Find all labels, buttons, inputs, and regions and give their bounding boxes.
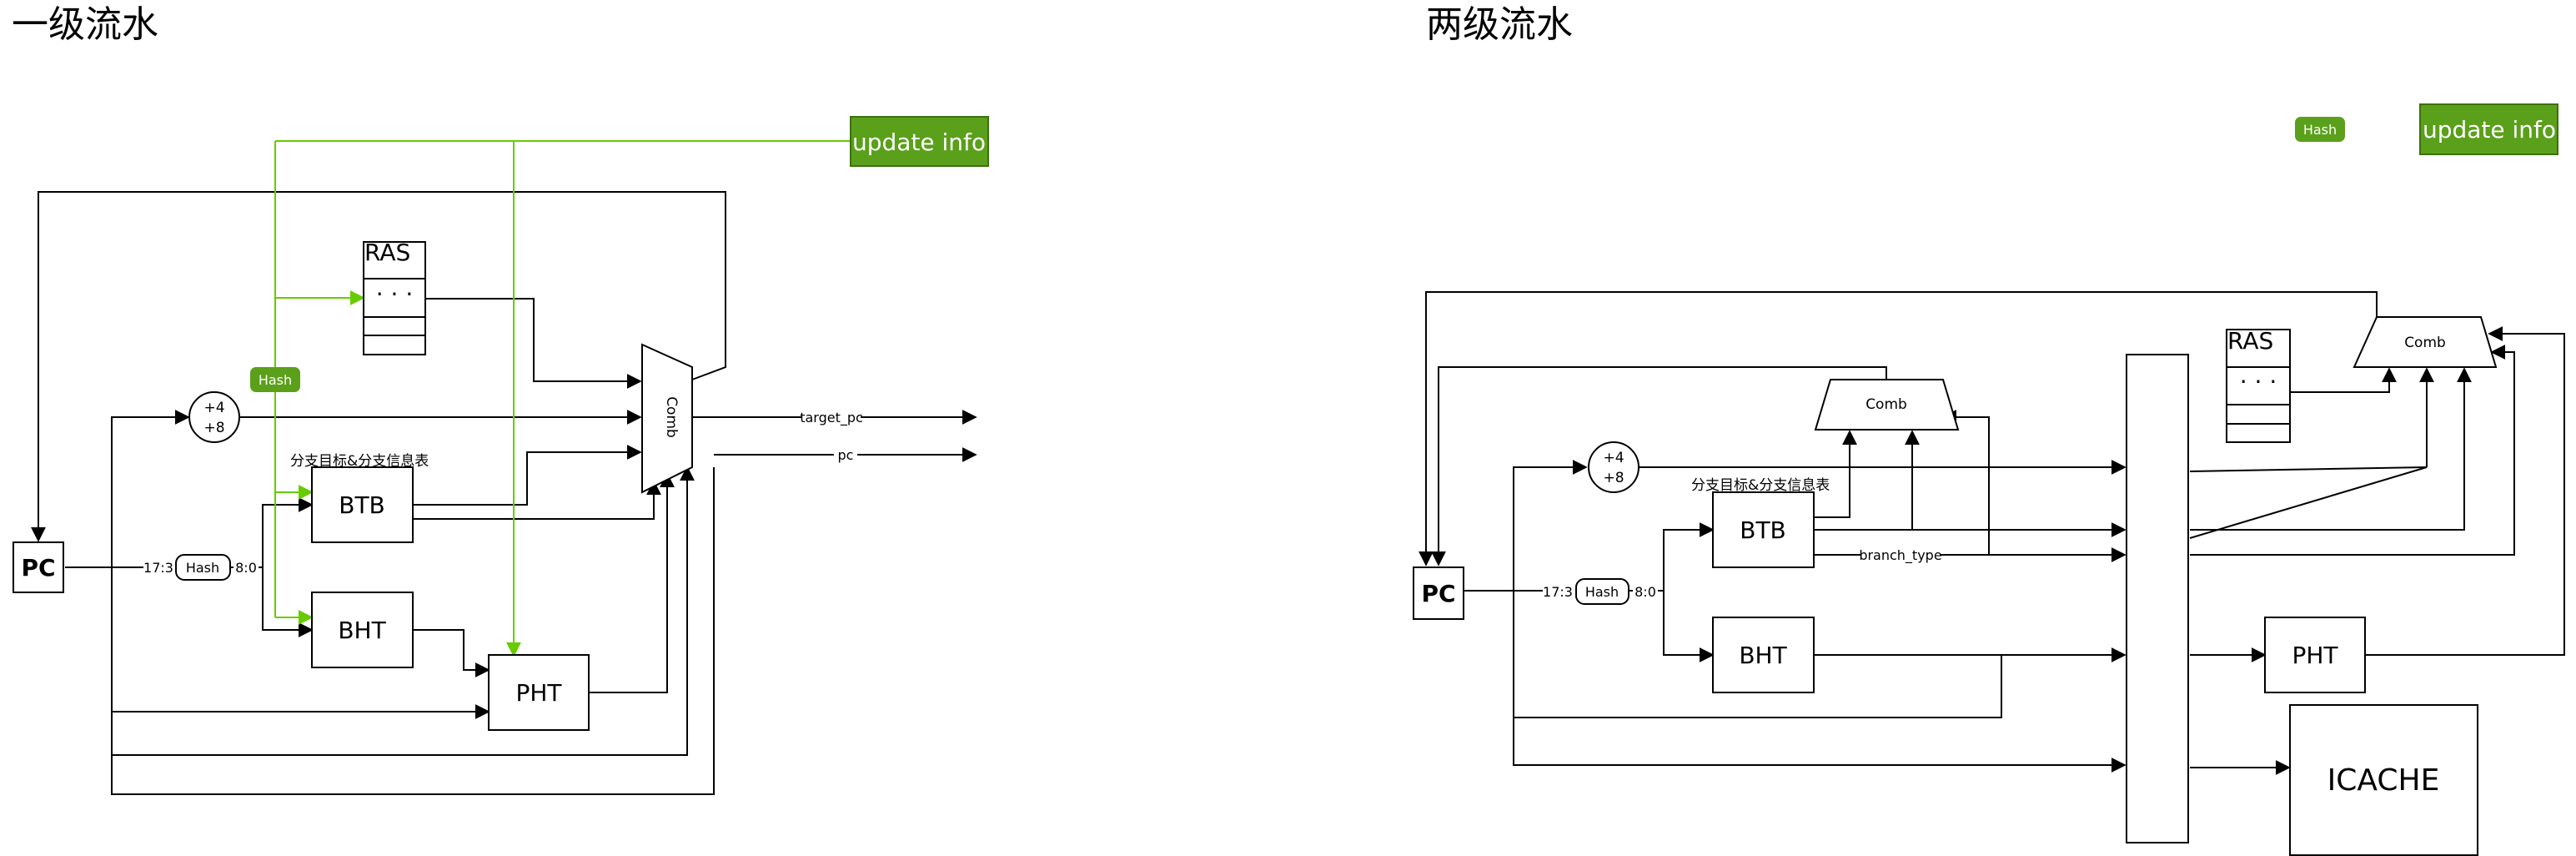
left-hash-badge — [250, 367, 300, 392]
right-bits-in: 17:3 — [1543, 584, 1573, 600]
left-ras-dots: · · · — [376, 280, 414, 308]
right-bits-in-bg — [1543, 584, 1573, 599]
left-update-info-box — [850, 116, 989, 167]
left-pc-label: PC — [21, 554, 55, 582]
left-adder-plus8: +8 — [203, 420, 224, 436]
right-update-info-box — [2419, 103, 2558, 155]
left-bits-in: 17:3 — [143, 560, 173, 576]
left-title: 一级流水 — [12, 3, 158, 46]
right-ras-dots: · · · — [2240, 368, 2277, 395]
right-comb-top — [2353, 316, 2498, 368]
right-btb-label: BTB — [1740, 516, 1786, 544]
left-comb-mux — [641, 343, 693, 494]
left-btb-box — [311, 466, 414, 543]
right-comb-top-label: Comb — [2404, 335, 2446, 351]
right-ras: RAS · · · — [2226, 327, 2291, 443]
right-ras-label: RAS — [2227, 327, 2273, 355]
left-ras-label: RAS — [364, 239, 410, 266]
left-comb-label: Comb — [663, 396, 680, 438]
left-pipeline: 一级流水 — [12, 3, 989, 795]
right-bits-out-bg — [1633, 584, 1658, 599]
right-adder-plus8: +8 — [1603, 470, 1624, 486]
left-bht-box — [311, 592, 414, 668]
left-wires — [31, 191, 977, 795]
right-update-info-label: update info — [2423, 116, 2556, 144]
left-pht-box — [488, 654, 590, 731]
left-target-pc-bg — [802, 410, 861, 425]
right-wires — [1419, 291, 2565, 775]
right-btb-box — [1712, 491, 1815, 568]
left-bht-label: BHT — [338, 617, 386, 644]
right-adder — [1588, 441, 1640, 493]
left-out-target-pc: target_pc — [800, 410, 863, 426]
right-comb-mid — [1814, 379, 1960, 431]
right-adder-plus4: +4 — [1603, 450, 1624, 466]
left-out-pc: pc — [838, 447, 854, 463]
right-pc-label: PC — [1421, 580, 1455, 607]
left-bits-in-bg — [143, 560, 173, 575]
left-update-info-label: update info — [852, 128, 986, 156]
left-update-wires — [274, 140, 851, 657]
left-pc-out-bg — [834, 447, 857, 462]
left-adder — [188, 391, 240, 443]
right-pc-box — [1413, 566, 1464, 620]
right-icache-box — [2289, 704, 2478, 856]
right-bht-label: BHT — [1739, 642, 1787, 669]
right-branch-type: branch_type — [1859, 547, 1941, 564]
right-hash-label: Hash — [1585, 584, 1619, 600]
right-branch-type-bg — [1861, 547, 1940, 562]
left-hash-label: Hash — [186, 560, 219, 576]
left-hash-box — [175, 554, 231, 581]
left-pht-label: PHT — [515, 679, 562, 707]
right-pht-box — [2264, 617, 2366, 693]
right-comb-mid-label: Comb — [1865, 396, 1907, 413]
right-hash-box — [1575, 578, 1629, 605]
right-bits-out: 8:0 — [1634, 584, 1656, 600]
right-hash-badge — [2295, 117, 2345, 142]
left-adder-plus4: +4 — [203, 400, 224, 416]
right-title: 两级流水 — [1426, 3, 1573, 46]
left-ras: RAS · · · — [363, 239, 426, 355]
left-bits-out-bg — [233, 560, 259, 575]
left-hash-badge-label: Hash — [259, 372, 292, 388]
right-icache-label: ICACHE — [2327, 763, 2440, 798]
right-pht-label: PHT — [2292, 642, 2338, 669]
right-bht-box — [1712, 617, 1815, 693]
right-hash-badge-label: Hash — [2303, 122, 2337, 138]
left-table-caption: 分支目标&分支信息表 — [290, 453, 429, 470]
right-pipeline-register — [2126, 354, 2189, 843]
left-pc-box — [13, 541, 64, 593]
right-table-caption: 分支目标&分支信息表 — [1691, 477, 1830, 494]
left-bits-out: 8:0 — [235, 560, 257, 576]
left-btb-label: BTB — [339, 491, 385, 519]
